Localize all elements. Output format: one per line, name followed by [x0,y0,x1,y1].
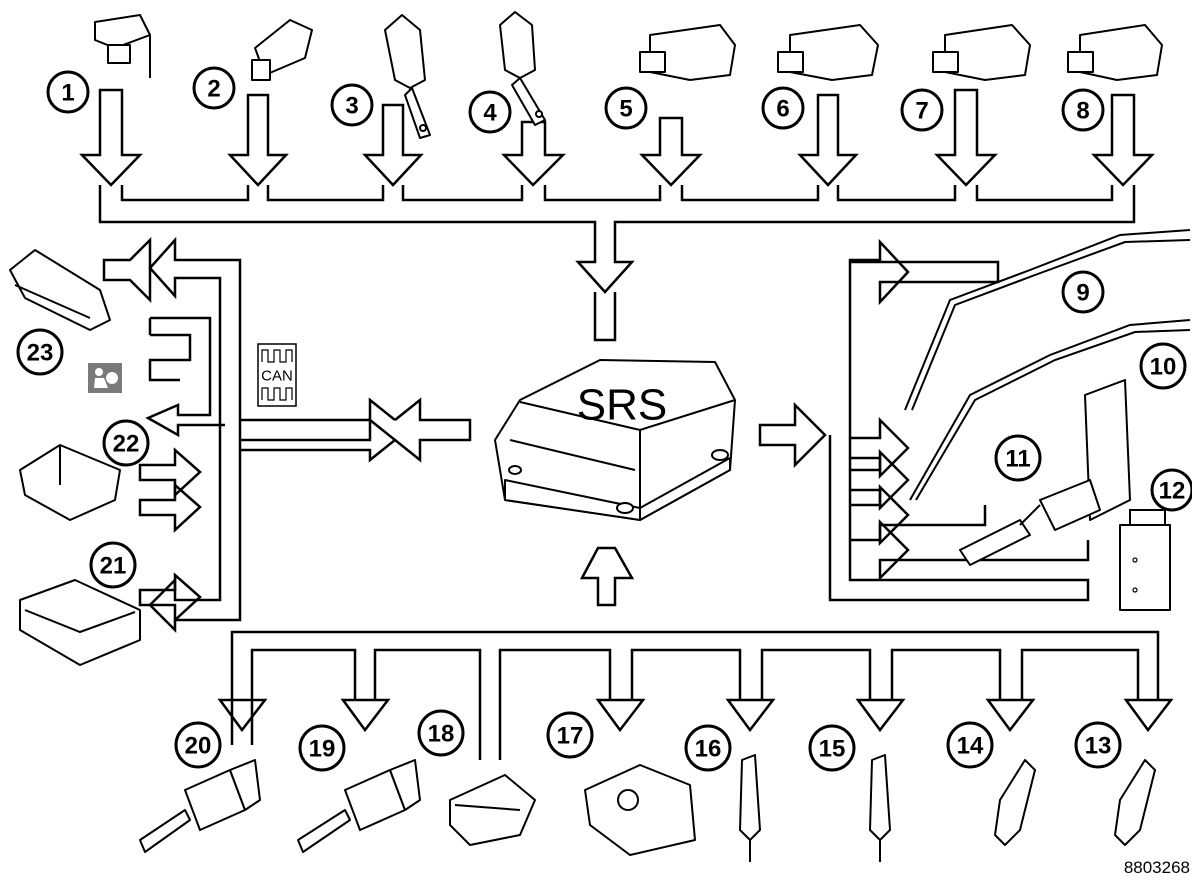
can-bus-label: CAN [258,344,296,406]
svg-text:8: 8 [1076,98,1089,125]
svg-text:2: 2 [207,76,220,103]
crash-sensor-icon [1068,25,1162,80]
callout-15: 15 [810,726,854,770]
left-can-bus [104,240,470,630]
control-module-icon [1120,510,1170,610]
callout-20: 20 [176,723,220,767]
callout-23: 23 [18,330,62,374]
callout-10: 10 [1141,344,1185,388]
crash-sensor-icon [95,15,150,78]
callout-2: 2 [194,68,234,108]
srs-label: SRS [577,381,667,430]
svg-text:17: 17 [557,723,584,750]
airbag-warning-lamp-icon [88,363,122,393]
svg-text:1: 1 [61,80,74,107]
seatbelt-pretensioner-icon [960,380,1130,565]
callout-11: 11 [996,436,1040,480]
svg-text:12: 12 [1159,478,1186,505]
side-airbag-icon [995,760,1035,845]
passenger-airbag-icon [450,775,535,845]
svg-text:18: 18 [428,721,455,748]
callout-17: 17 [548,713,592,757]
callout-7: 7 [902,90,942,130]
svg-text:5: 5 [619,96,632,123]
svg-text:15: 15 [819,736,846,763]
steering-wheel-airbag-icon [585,765,695,855]
svg-text:23: 23 [27,340,54,367]
callout-21: 21 [91,543,135,587]
crash-sensor-icon [640,25,735,80]
callout-14: 14 [948,723,992,767]
svg-text:7: 7 [915,98,928,125]
reference-number: 8803268 [1124,858,1190,877]
svg-text:4: 4 [483,100,497,127]
callout-12: 12 [1152,470,1192,510]
curtain-airbag-icon [910,320,1190,500]
svg-text:13: 13 [1085,733,1112,760]
callout-8: 8 [1063,90,1103,130]
svg-text:11: 11 [1005,446,1030,473]
callout-22: 22 [104,421,148,465]
seatbelt-pretensioner-icon [298,760,420,852]
callout-3: 3 [332,85,372,125]
svg-text:10: 10 [1150,354,1177,381]
crash-sensor-icon [778,25,878,80]
srs-control-module: SRS [495,360,735,520]
knee-airbag-icon [740,755,760,862]
knee-airbag-icon [870,755,890,862]
callout-13: 13 [1076,723,1120,767]
side-airbag-icon [1115,760,1155,845]
right-output-bus [760,242,1088,600]
callout-18: 18 [419,711,463,755]
svg-text:22: 22 [113,431,140,458]
callout-4: 4 [470,92,510,132]
callout-6: 6 [763,88,803,128]
crash-sensor-icon [252,20,312,80]
crash-sensor-icon [933,25,1030,80]
seatbelt-buckle-icon [385,15,430,138]
callout-1: 1 [48,72,88,112]
callout-16: 16 [686,726,730,770]
control-module-icon [20,445,120,520]
svg-text:16: 16 [695,736,722,763]
svg-text:19: 19 [309,736,336,763]
svg-text:6: 6 [776,96,789,123]
callout-9: 9 [1063,272,1103,312]
can-text: CAN [261,368,293,385]
instrument-cluster-icon [10,250,110,330]
svg-text:9: 9 [1076,280,1089,307]
svg-text:14: 14 [957,733,984,760]
fuse-box-icon [20,580,140,665]
callout-19: 19 [300,726,344,770]
seatbelt-pretensioner-icon [140,760,260,852]
svg-text:21: 21 [100,553,127,580]
callout-5: 5 [606,88,646,128]
svg-text:20: 20 [185,733,212,760]
svg-text:3: 3 [345,93,358,120]
